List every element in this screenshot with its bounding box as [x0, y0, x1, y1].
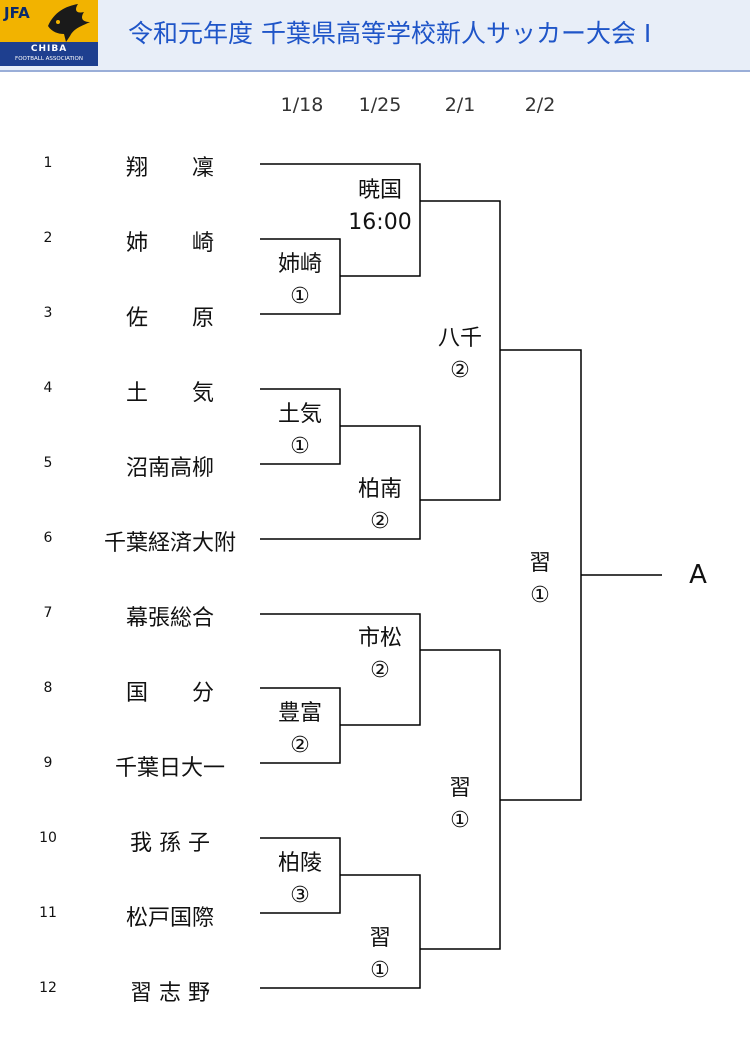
team-name: 幕張総合	[125, 606, 214, 631]
match-score: ①	[290, 284, 310, 309]
seed-number: 12	[39, 980, 57, 996]
match-score: ①	[370, 958, 390, 983]
seed-number: 3	[43, 305, 53, 321]
match-winner: 習	[368, 926, 391, 951]
crow-emblem-icon	[48, 4, 90, 42]
page-title: 令和元年度 千葉県高等学校新人サッカー大会 I	[128, 19, 652, 48]
match-winner: 豊富	[277, 701, 322, 726]
seed-number: 7	[43, 605, 53, 621]
date-round-3: 2/1	[444, 94, 476, 116]
date-round-4: 2/2	[524, 94, 556, 116]
team-name: 姉 崎	[125, 231, 214, 256]
page-header: JFA CHIBA FOOTBALL ASSOCIATION 令和元年度 千葉県…	[0, 0, 750, 72]
seed-number: 9	[43, 755, 53, 771]
logo-org: FOOTBALL ASSOCIATION	[15, 56, 83, 62]
seed-number: 8	[43, 680, 53, 696]
match-winner: 柏陵	[277, 851, 322, 876]
team-name: 国 分	[125, 681, 214, 706]
match-winner: 姉崎	[277, 252, 322, 277]
match-winner: 習	[448, 776, 471, 801]
seed-number: 1	[43, 155, 53, 171]
block-label: A	[689, 560, 707, 590]
match-score: ②	[370, 658, 390, 683]
team-name: 翔 凜	[125, 156, 214, 181]
match-winner: 暁国	[357, 178, 402, 203]
team-name: 習 志 野	[130, 981, 210, 1006]
seed-number: 4	[43, 380, 53, 396]
team-name: 土 気	[125, 381, 214, 406]
team-name: 千葉日大一	[114, 756, 225, 781]
match-winner: 市松	[357, 626, 402, 651]
match-winner: 八千	[437, 326, 482, 351]
team-name: 千葉経済大附	[103, 531, 236, 556]
date-round-1: 1/18	[280, 94, 324, 116]
team-name: 我 孫 子	[130, 831, 210, 856]
team-name: 松戸国際	[125, 906, 214, 931]
match-score: ①	[290, 434, 310, 459]
date-round-2: 1/25	[358, 94, 402, 116]
seed-number: 6	[43, 530, 53, 546]
logo-name: CHIBA	[30, 44, 68, 54]
match-score: ②	[450, 358, 470, 383]
match-score: ②	[290, 733, 310, 758]
seed-number: 11	[39, 905, 57, 921]
match-winner: 柏南	[357, 477, 402, 502]
logo-abbr: JFA	[4, 4, 30, 22]
match-score: ②	[370, 509, 390, 534]
seed-number: 10	[39, 830, 57, 846]
match-time: 16:00	[348, 210, 412, 235]
team-name: 佐 原	[125, 306, 214, 331]
final-score: ①	[530, 583, 550, 608]
match-score: ③	[290, 883, 310, 908]
seed-number: 5	[43, 455, 53, 471]
team-name: 沼南高柳	[125, 456, 214, 481]
match-score: ①	[450, 808, 470, 833]
final-winner: 習	[528, 551, 551, 576]
match-winner: 土気	[277, 402, 322, 427]
logo-band: CHIBA FOOTBALL ASSOCIATION	[0, 42, 98, 66]
seed-number: 2	[43, 230, 53, 246]
jfa-chiba-logo: JFA CHIBA FOOTBALL ASSOCIATION	[0, 0, 98, 66]
